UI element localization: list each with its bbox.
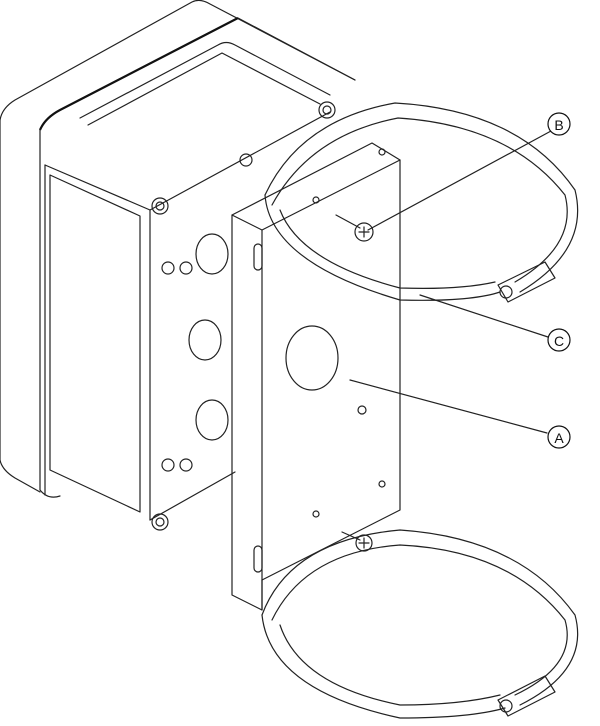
lower-clamp-band bbox=[261, 529, 579, 719]
callout-b-label: B bbox=[554, 117, 563, 133]
callout-c-label: C bbox=[554, 333, 564, 349]
callout-a-label: A bbox=[554, 430, 564, 446]
callout-b: B bbox=[547, 112, 571, 136]
leader-line-b bbox=[367, 130, 552, 231]
callout-c: C bbox=[547, 328, 571, 352]
screw-lower bbox=[341, 531, 373, 552]
bracket-plate bbox=[231, 142, 401, 611]
enclosure-box bbox=[0, 0, 356, 531]
screw-upper bbox=[335, 214, 374, 242]
leader-line-c bbox=[419, 294, 549, 338]
leader-line-a bbox=[349, 379, 548, 434]
callout-a: A bbox=[547, 425, 571, 449]
upper-clamp-band bbox=[264, 102, 579, 303]
